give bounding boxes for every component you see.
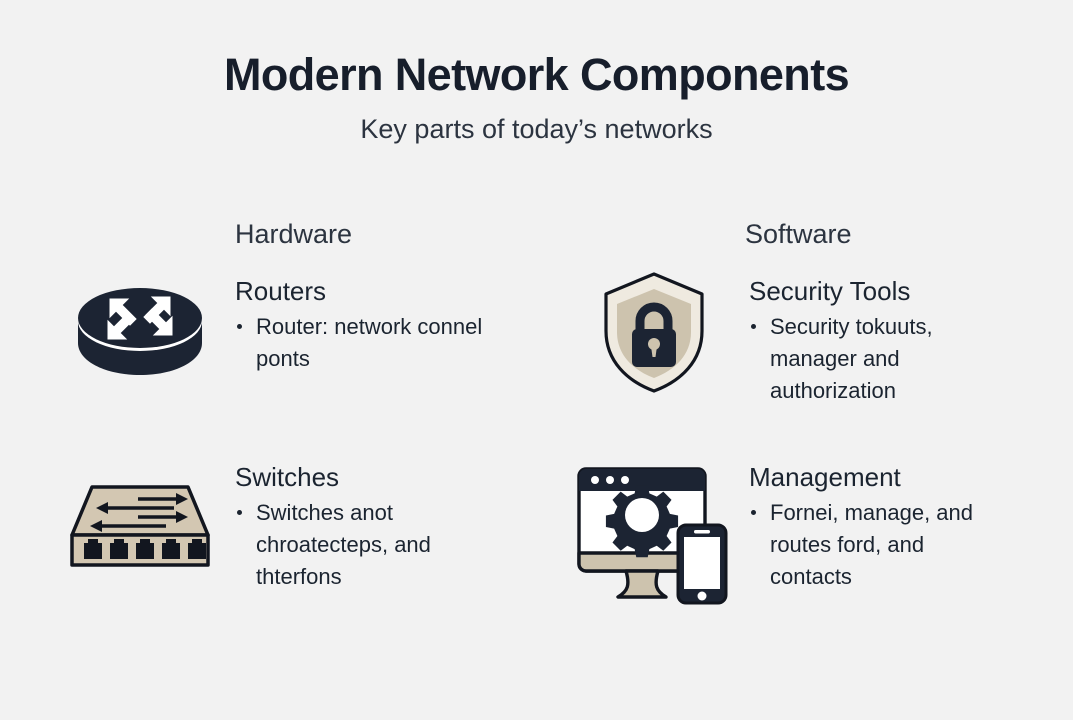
column-heading-hardware: Hardware [235, 219, 353, 249]
column-heading-software: Software [745, 219, 852, 249]
entry-management: Management Fornei, manage, and routes fo… [574, 463, 999, 610]
entry-body: Security Tools Security tokuuts, manager… [734, 277, 999, 407]
entry-title-management: Management [749, 462, 901, 492]
entry-switches: Switches Switches anot chroatecteps, and… [60, 463, 485, 593]
entry-title-routers: Routers [235, 276, 327, 306]
monitor-gear-phone-icon [574, 463, 734, 610]
column-hardware: Hardware [0, 215, 536, 685]
entry-body: Switches Switches anot chroatecteps, and… [220, 463, 485, 593]
components-columns: Hardware [0, 215, 1073, 685]
page-subtitle: Key parts of today’s networks [360, 114, 713, 145]
list-item: Fornei, manage, and routes ford, and con… [749, 497, 999, 593]
page-header: Modern Network Components Key parts of t… [0, 0, 1073, 145]
entry-routers: Routers Router: network connel ponts [60, 277, 485, 382]
list-item: Security tokuuts, manager and authorizat… [749, 311, 999, 407]
bullet-list-management: Fornei, manage, and routes ford, and con… [749, 497, 999, 593]
entry-icon-slot [60, 277, 220, 382]
entry-body: Routers Router: network connel ponts [220, 277, 485, 375]
page-title: Modern Network Components [223, 49, 850, 100]
switch-icon [66, 481, 214, 578]
entry-icon-slot [60, 463, 220, 578]
entry-icon-slot [574, 272, 734, 400]
shield-lock-icon [599, 269, 709, 400]
bullet-list-security-tools: Security tokuuts, manager and authorizat… [749, 311, 999, 407]
bullet-list-switches: Switches anot chroatecteps, and thterfon… [235, 497, 485, 593]
entry-icon-slot [574, 463, 734, 610]
entry-security-tools: Security Tools Security tokuuts, manager… [574, 272, 999, 407]
entry-title-switches: Switches [235, 462, 340, 492]
list-item: Switches anot chroatecteps, and thterfon… [235, 497, 485, 593]
entry-title-security-tools: Security Tools [749, 276, 911, 306]
column-software: Software [536, 215, 1072, 685]
bullet-list-routers: Router: network connel ponts [235, 311, 485, 375]
list-item: Router: network connel ponts [235, 311, 485, 375]
router-icon [74, 281, 206, 382]
entry-body: Management Fornei, manage, and routes fo… [734, 463, 999, 593]
